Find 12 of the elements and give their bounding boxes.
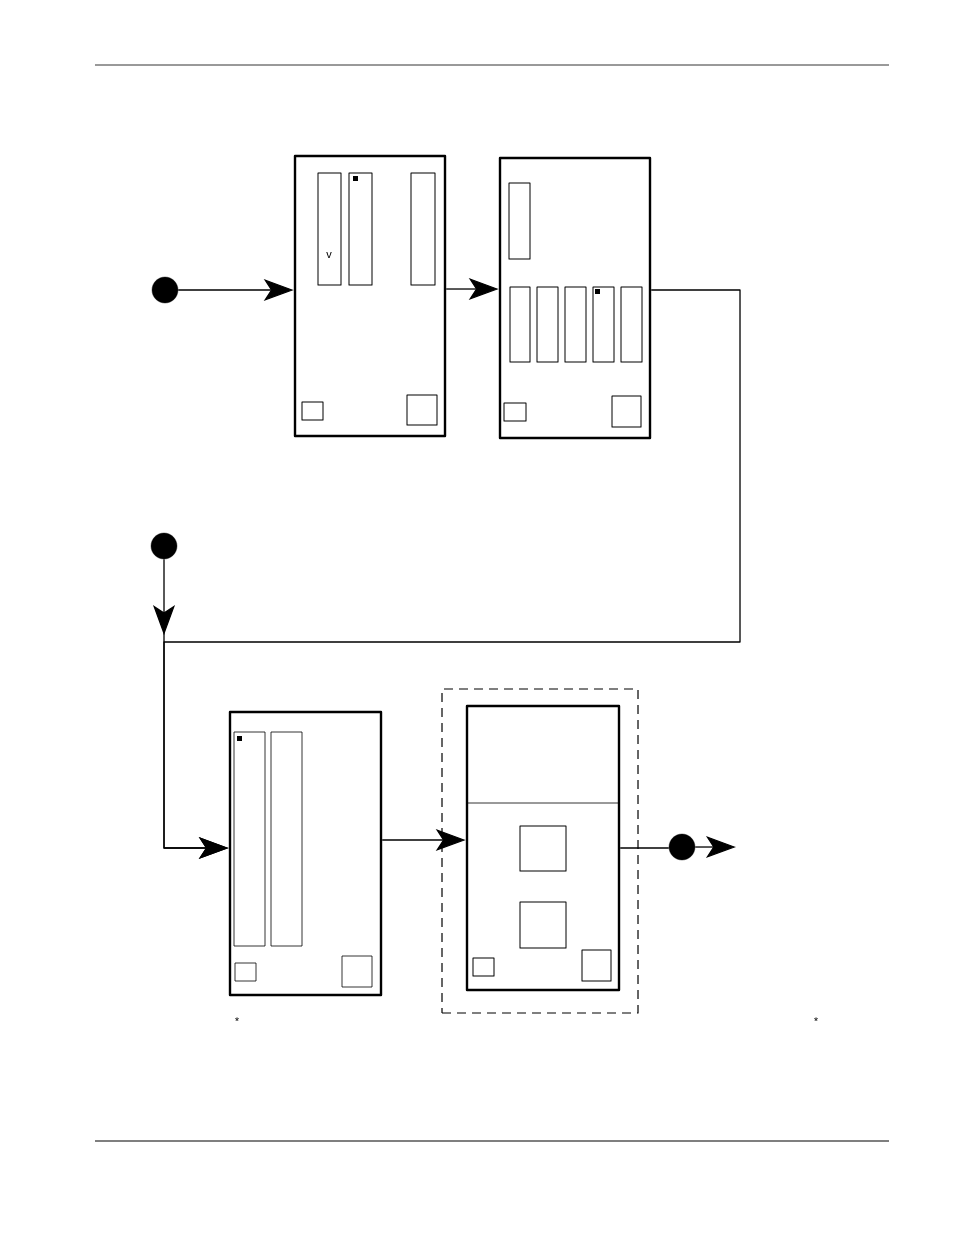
footnote-asterisk: *	[235, 1017, 239, 1022]
slot-marker: v	[326, 252, 332, 258]
connector-line	[619, 847, 670, 849]
connector-dot	[150, 532, 178, 560]
group-boundary	[441, 688, 639, 1014]
process-box	[465, 704, 621, 992]
connector-dot	[151, 276, 179, 304]
process-box	[498, 156, 652, 440]
process-box	[293, 154, 447, 438]
connector-dot	[668, 833, 696, 861]
process-box	[228, 710, 383, 997]
footnote-asterisk: *	[814, 1017, 818, 1022]
